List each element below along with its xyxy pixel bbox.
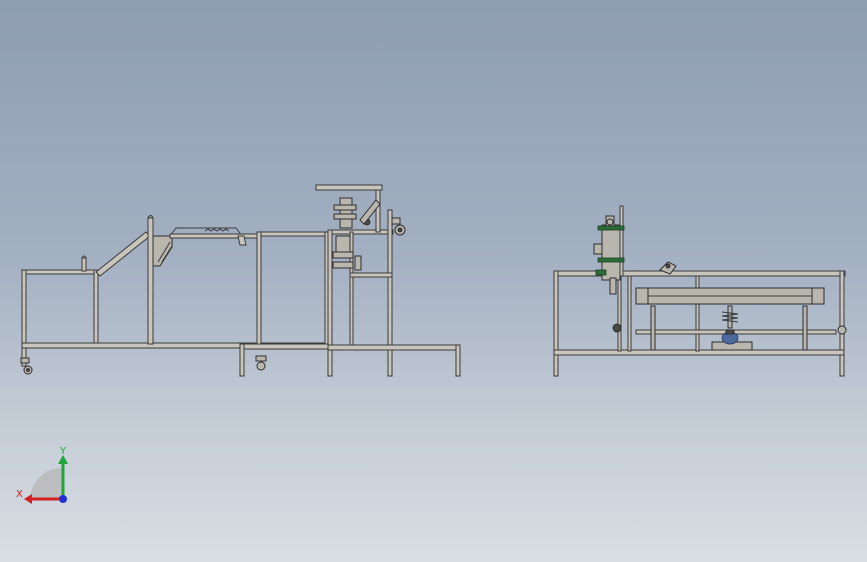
x-axis-label: X: [16, 489, 23, 500]
end-bearing: [837, 325, 847, 335]
axis-triad: Y X: [16, 446, 68, 504]
triad-plane: [30, 468, 62, 500]
hopper-trough: [169, 227, 261, 246]
y-axis-label: Y: [59, 446, 67, 457]
front-frame: [553, 270, 846, 377]
middle-frame: [239, 231, 331, 377]
y-axis-head: [58, 455, 68, 464]
motor-unit: [711, 329, 753, 351]
right-frame: [315, 184, 461, 377]
caster-wheel-left: [20, 357, 33, 375]
x-axis-head: [24, 494, 32, 504]
cutter-head-assembly: [332, 197, 406, 271]
z-axis-dot: [59, 495, 67, 503]
vertical-cylinder: [593, 205, 625, 333]
roller-conveyor: [635, 287, 825, 305]
inclined-ramp: [95, 215, 173, 345]
side-view-assembly[interactable]: [20, 184, 461, 377]
clamp-part: [659, 261, 677, 275]
left-frame: [21, 255, 99, 367]
support-posts: [650, 305, 808, 351]
front-view-assembly[interactable]: [553, 205, 847, 377]
